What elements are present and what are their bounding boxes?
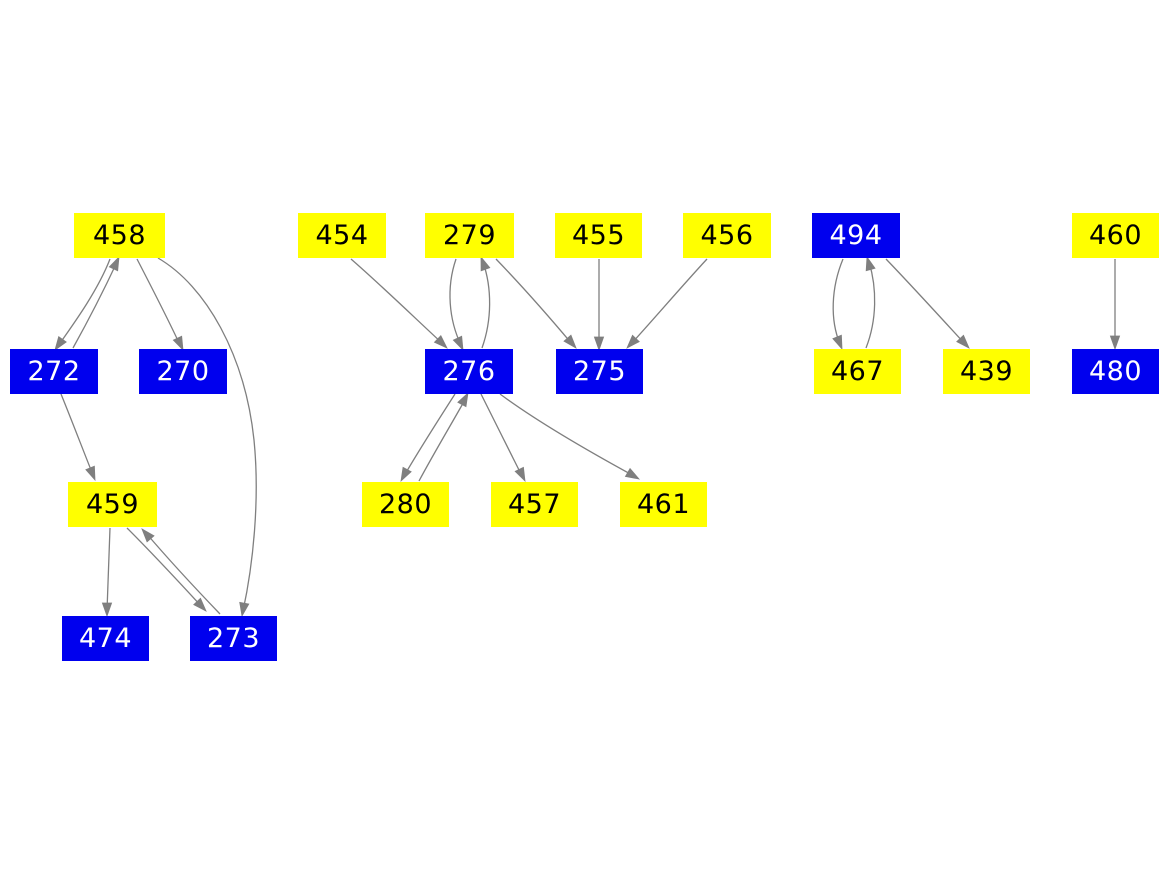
graph-edge-494-to-439	[885, 258, 970, 349]
graph-node-279[interactable]: 279	[425, 213, 514, 258]
graph-node-459[interactable]: 459	[68, 482, 157, 527]
graph-node-label: 273	[206, 623, 261, 654]
graph-node-label: 455	[571, 220, 626, 251]
graph-edge-459-to-273	[126, 527, 207, 612]
graph-node-461[interactable]: 461	[620, 482, 707, 527]
graph-edge-272-to-458	[72, 255, 120, 349]
graph-node-label: 474	[78, 623, 133, 654]
graph-node-label: 456	[700, 220, 754, 251]
graph-node-456[interactable]: 456	[683, 213, 771, 258]
graph-edge-456-to-275	[626, 258, 708, 349]
graph-node-467[interactable]: 467	[814, 349, 901, 394]
graph-edge-276-to-461	[499, 393, 641, 480]
graph-node-457[interactable]: 457	[491, 482, 578, 527]
graph-node-label: 460	[1088, 220, 1143, 251]
graph-node-455[interactable]: 455	[555, 213, 642, 258]
graph-node-label: 439	[959, 356, 1014, 387]
graph-edge-276-to-457	[480, 393, 526, 483]
graph-edge-494-to-467	[832, 258, 844, 351]
graph-node-474[interactable]: 474	[62, 616, 149, 661]
graph-node-273[interactable]: 273	[190, 616, 277, 661]
graph-node-label: 279	[442, 220, 497, 251]
graph-node-label: 461	[636, 489, 691, 520]
graph-edge-460-to-480	[1109, 259, 1121, 351]
graph-node-458[interactable]: 458	[74, 213, 165, 258]
graph-edge-279-to-275	[495, 258, 577, 349]
graph-node-439[interactable]: 439	[943, 349, 1030, 394]
graph-node-label: 270	[156, 356, 210, 387]
graph-node-label: 458	[92, 220, 147, 251]
graph-node-label: 480	[1088, 356, 1143, 387]
graph-edge-276-to-279	[480, 255, 491, 349]
graph-node-label: 494	[829, 220, 883, 251]
graph-node-272[interactable]: 272	[10, 349, 98, 394]
graph-edge-272-to-459	[60, 393, 96, 482]
graph-node-460[interactable]: 460	[1072, 213, 1159, 258]
graph-node-275[interactable]: 275	[556, 349, 643, 394]
graph-node-280[interactable]: 280	[362, 482, 449, 527]
graph-edge-459-to-474	[101, 527, 113, 618]
graph-node-454[interactable]: 454	[298, 213, 386, 258]
graph-node-276[interactable]: 276	[425, 349, 513, 394]
graph-node-label: 280	[378, 489, 433, 520]
graph-node-480[interactable]: 480	[1072, 349, 1159, 394]
graph-edge-279-to-276	[449, 258, 464, 352]
graph-edge-454-to-276	[350, 258, 448, 349]
graph-edge-273-to-459	[141, 528, 221, 615]
graph-edge-276-to-280	[400, 393, 456, 483]
graph-node-label: 459	[85, 489, 140, 520]
graph-node-494[interactable]: 494	[812, 213, 900, 258]
graph-edge-467-to-494	[865, 255, 876, 349]
graph-node-270[interactable]: 270	[139, 349, 227, 394]
graph-node-label: 275	[572, 356, 627, 387]
graph-edge-458-to-272	[54, 258, 111, 351]
graph-edge-455-to-275	[593, 259, 605, 352]
graph-node-label: 272	[27, 356, 81, 387]
graph-edge-280-to-276	[418, 391, 469, 482]
graph-edge-458-to-273	[157, 257, 257, 618]
graph-node-label: 454	[315, 220, 369, 251]
graph-node-label: 457	[507, 489, 562, 520]
graph-edge-458-to-270	[136, 258, 184, 352]
graph-node-label: 276	[442, 356, 496, 387]
graph-node-label: 467	[830, 356, 885, 387]
